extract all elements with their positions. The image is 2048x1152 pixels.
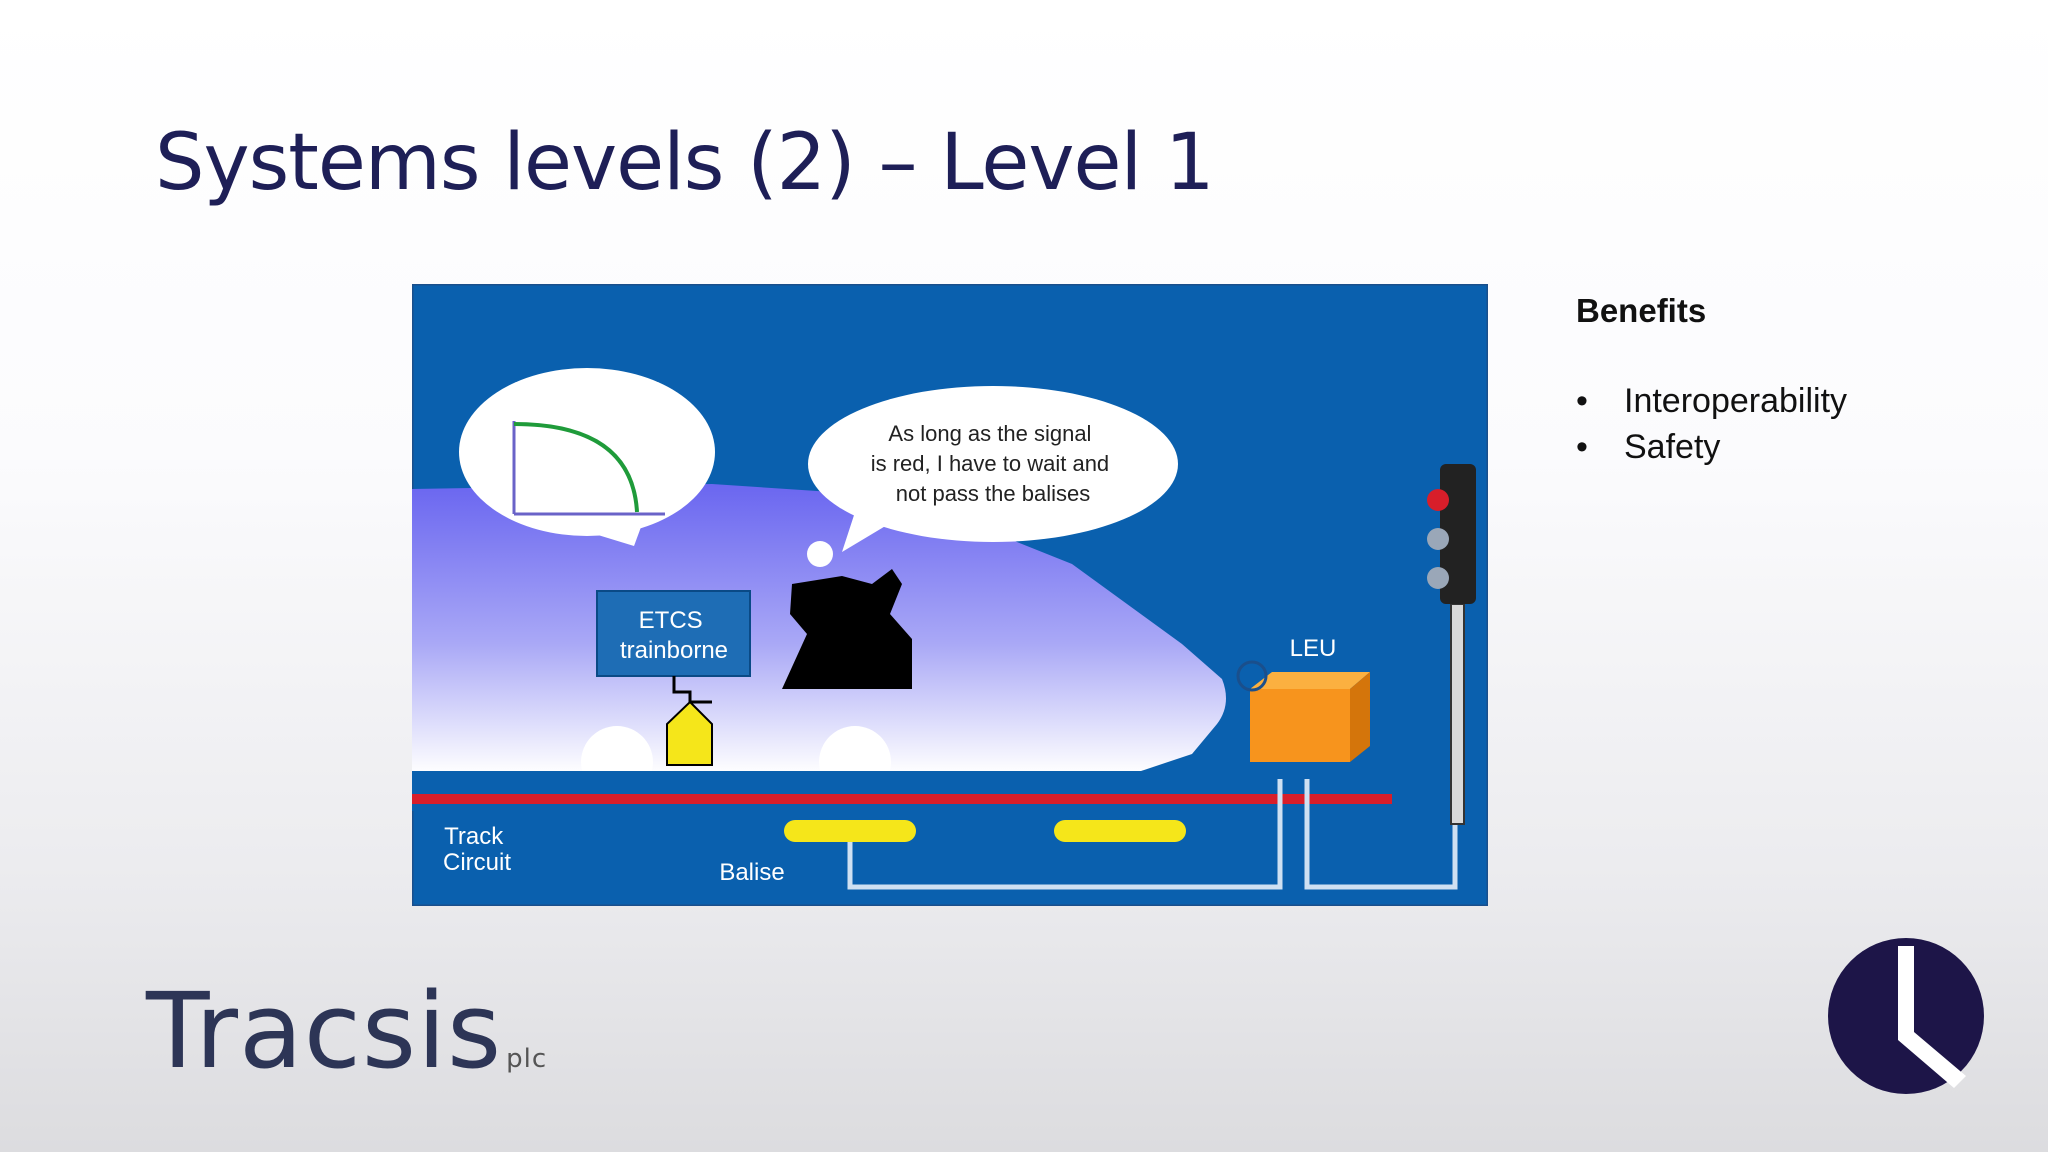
leu-cable [847,779,1283,890]
thought-bubble [459,368,715,536]
track-rail [412,794,1392,804]
driver-figure-icon [782,569,912,689]
benefit-item: • Interoperability [1576,378,2016,424]
balise [784,820,916,842]
driver-head [807,541,833,567]
speech-text-line: not pass the balises [896,481,1090,506]
logo-suffix: plc [506,1044,548,1074]
leu-box-icon [1250,689,1350,762]
benefit-text: Interoperability [1624,382,1848,420]
speech-text-line: As long as the signal [888,421,1091,446]
svg-text:Track Circuit: Track Circuit [443,823,511,876]
signal-cable [1304,779,1458,890]
svg-text:ETCS trainborne: ETCS trainborne [620,607,728,664]
bullet: • [1576,428,1588,466]
braking-curve-icon [513,422,639,513]
leu-label: LEU [1290,635,1337,662]
bullet: • [1576,382,1588,420]
tracsis-mark-icon [1828,938,1984,1094]
benefits-panel: Benefits • Interoperability • Safety [1576,292,2016,470]
signal-pole [1450,603,1465,825]
etcs-level1-diagram: As long as the signal is red, I have to … [412,284,1488,906]
benefits-heading: Benefits [1576,292,1707,329]
antenna-cable [672,676,712,704]
etcs-label: ETCS [639,607,703,634]
benefit-item: • Safety [1576,424,2016,470]
track-circuit-label: Circuit [443,849,511,876]
balise [1054,820,1186,842]
balise-label: Balise [719,859,784,886]
benefits-list: • Interoperability • Safety [1576,378,2016,470]
speech-text-line: is red, I have to wait and [871,451,1109,476]
speech-bubble [808,386,1178,542]
signal-head [1440,464,1476,604]
signal-red-light-icon [1427,489,1449,511]
etcs-trainborne-box [596,590,751,677]
benefit-text: Safety [1624,428,1721,466]
slide-title: Systems levels (2) – Level 1 [155,118,1215,208]
track-circuit-label: Track [444,823,504,850]
balise-antenna-icon [666,700,713,766]
signal-light-icon [1427,567,1449,589]
signal-light-icon [1427,528,1449,550]
logo-text: Tracsis [146,970,503,1092]
svg-text:As long as the signal is r: As long as the signal is red, I have to … [871,421,1116,506]
etcs-label: trainborne [620,637,728,664]
